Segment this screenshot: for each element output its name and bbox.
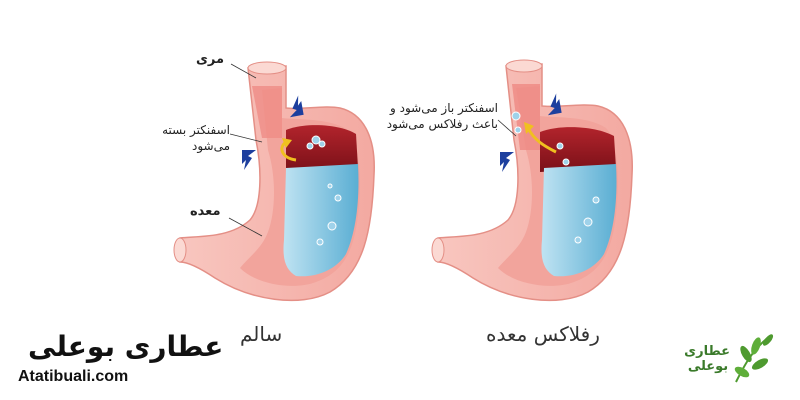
esophagus-opening bbox=[247, 61, 287, 75]
brand-name: عطاری بوعلی bbox=[28, 330, 224, 363]
label-esophagus: مری bbox=[196, 52, 225, 67]
blue-arrow-icon bbox=[500, 93, 562, 172]
label-sphincter-closed: اسفنکتر بسته می‌شود bbox=[150, 122, 230, 154]
healthy-stomach bbox=[173, 61, 375, 302]
label-sphincter-open-line1: اسفنکتر باز می‌شود و bbox=[389, 101, 498, 115]
leaf-icon bbox=[734, 334, 774, 383]
acid-layer bbox=[286, 125, 358, 172]
caption-reflux: رفلاکس معده bbox=[486, 322, 600, 346]
stomach-liquid bbox=[541, 164, 617, 277]
blue-arrow-icon bbox=[242, 95, 304, 170]
caption-healthy: سالم bbox=[240, 322, 283, 346]
bubble-icon bbox=[511, 111, 600, 244]
label-sphincter-open-line2: باعث رفلاکس می‌شود bbox=[386, 117, 498, 131]
stomach-liquid bbox=[283, 164, 359, 277]
reflux-stomach bbox=[431, 59, 633, 302]
acid-layer bbox=[540, 127, 616, 172]
label-stomach: معده bbox=[190, 204, 221, 219]
esophagus-opening bbox=[505, 59, 543, 73]
reflux-arrow bbox=[526, 127, 557, 154]
label-sphincter-closed-line2: می‌شود bbox=[191, 139, 230, 153]
brand-logo-line2: بوعلی bbox=[687, 359, 729, 374]
brand-url[interactable]: Atatibuali.com bbox=[18, 368, 129, 385]
label-sphincter-closed-line1: اسفنکتر بسته bbox=[162, 123, 230, 137]
brand-logo-line1: عطاری bbox=[684, 344, 730, 359]
brand-logo: عطاری بوعلی bbox=[684, 344, 730, 374]
label-sphincter-open: اسفنکتر باز می‌شود و باعث رفلاکس می‌شود bbox=[370, 100, 498, 132]
esophagus-lumen bbox=[252, 86, 282, 138]
bubble-icon bbox=[306, 135, 342, 246]
